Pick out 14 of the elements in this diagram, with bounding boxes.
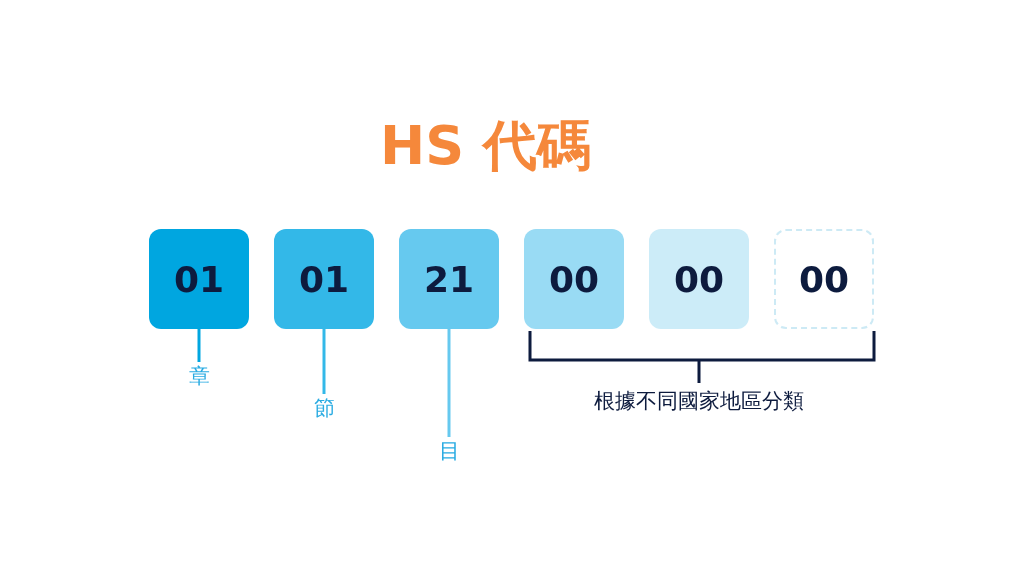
level-label: 節 bbox=[313, 394, 335, 422]
code-digit-box: 00 bbox=[774, 229, 874, 329]
title: HS 代碼 bbox=[380, 113, 591, 179]
level-label: 章 bbox=[188, 362, 210, 390]
level-label: 目 bbox=[438, 437, 460, 465]
code-digit-box: 00 bbox=[524, 229, 624, 329]
code-digit-box: 01 bbox=[274, 229, 374, 329]
code-digit-box: 00 bbox=[649, 229, 749, 329]
bracket-label: 根據不同國家地區分類 bbox=[594, 388, 804, 415]
code-digit-box: 01 bbox=[149, 229, 249, 329]
leader-line bbox=[447, 329, 451, 437]
leader-line bbox=[197, 329, 201, 362]
code-digit-box: 21 bbox=[399, 229, 499, 329]
leader-line bbox=[322, 329, 326, 394]
